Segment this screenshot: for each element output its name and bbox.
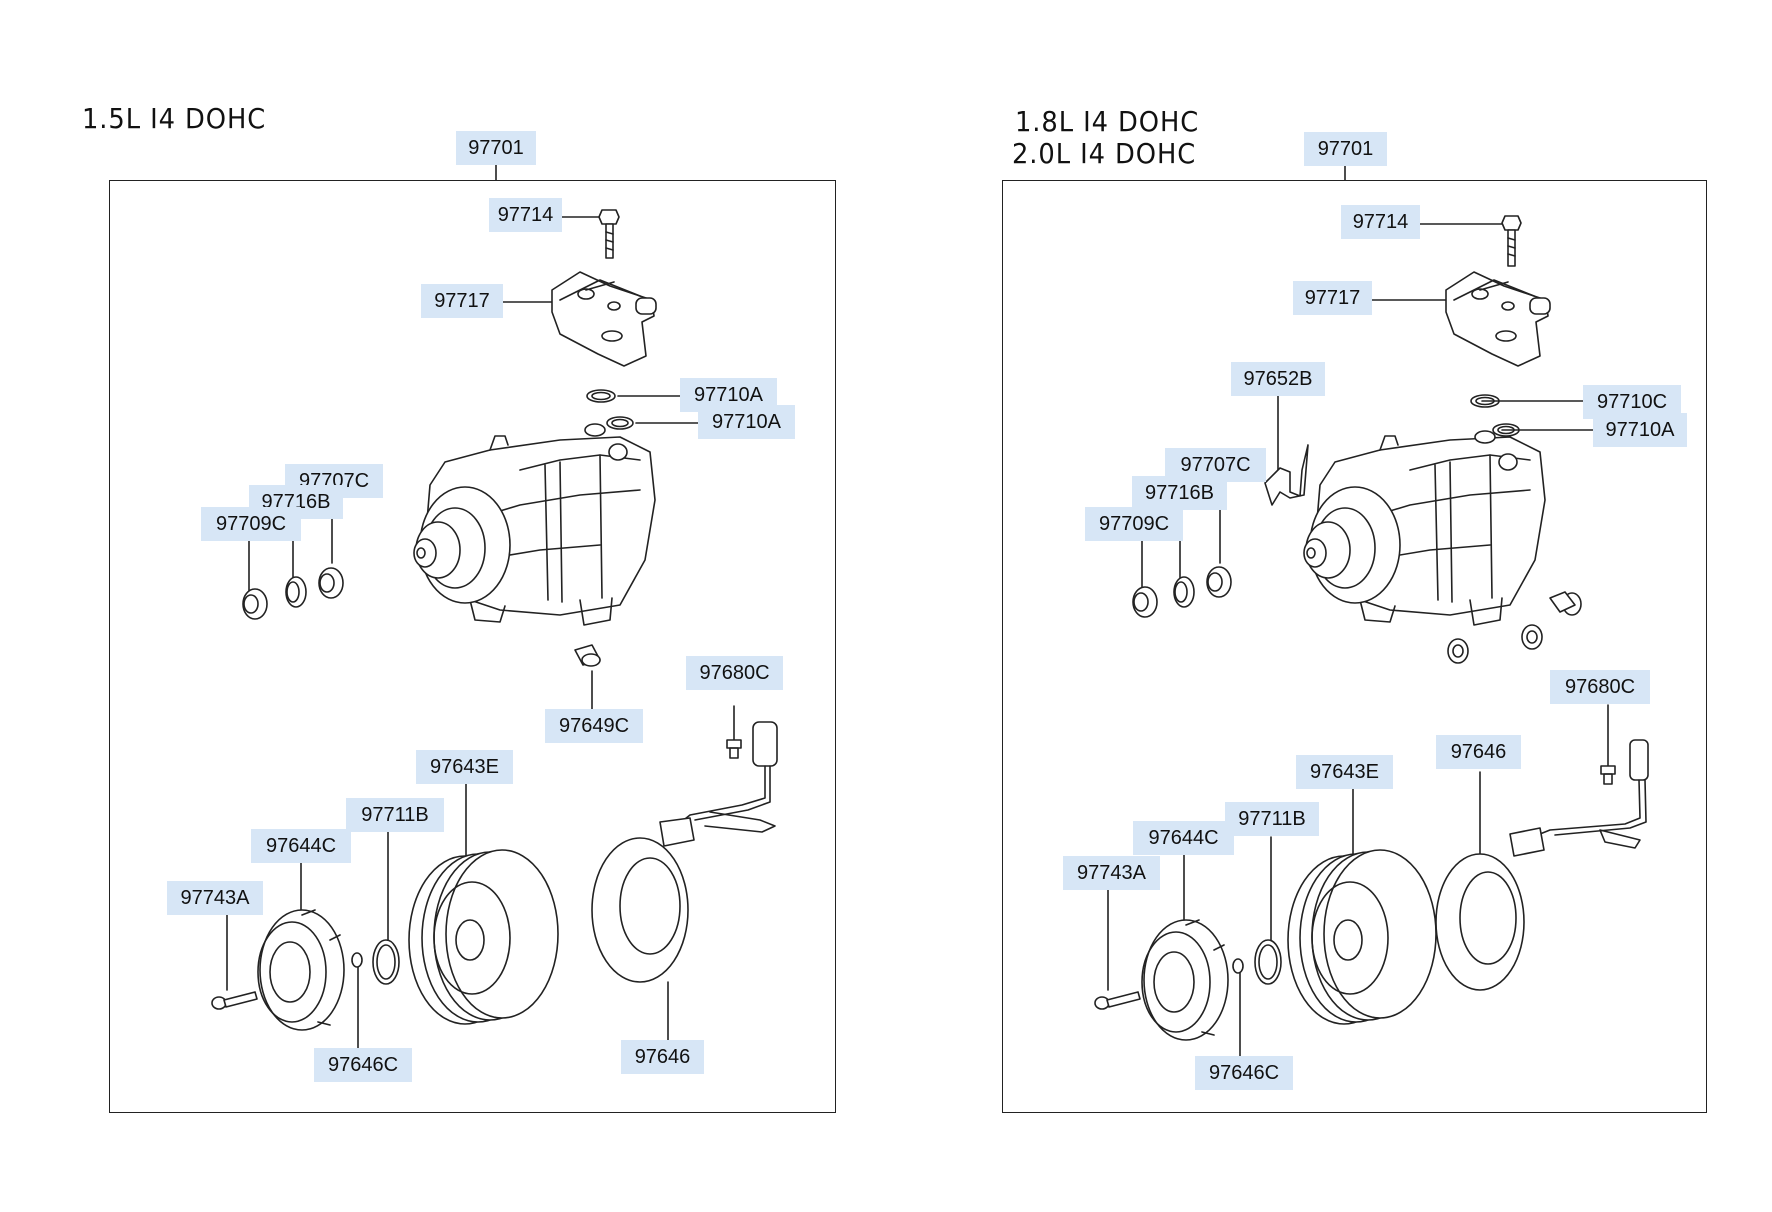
panel1-callout-97701[interactable]: 97701 xyxy=(456,131,536,165)
panel1-seals-shape xyxy=(243,568,343,619)
panel2-hub-97644C-shape xyxy=(1142,920,1228,1040)
panel2-callout-97701[interactable]: 97701 xyxy=(1304,132,1387,166)
panel2-callout-97716B[interactable]: 97716B xyxy=(1132,476,1227,510)
panel2-callout-97646[interactable]: 97646 xyxy=(1436,735,1521,769)
panel2-compressor-body xyxy=(1304,431,1545,625)
panel1-callout-97646C[interactable]: 97646C xyxy=(314,1048,412,1082)
panel2-callout-97652B[interactable]: 97652B xyxy=(1231,362,1325,396)
panel2-callout-97643E[interactable]: 97643E xyxy=(1296,755,1393,789)
panel2-snapring-97711B-shape xyxy=(1255,940,1281,984)
panel2-callout-97680C[interactable]: 97680C xyxy=(1550,670,1650,704)
panel1-callout-97717[interactable]: 97717 xyxy=(421,284,503,318)
panel1-pulley-97643E-shape xyxy=(409,850,558,1024)
panel2-callout-97646C[interactable]: 97646C xyxy=(1195,1056,1293,1090)
panel2-hubbolt-97743A-shape xyxy=(1095,992,1140,1009)
panel1-callout-97711B[interactable]: 97711B xyxy=(346,798,444,832)
panel1-hub-97644C-shape xyxy=(258,910,344,1030)
panel2-coil-97646-shape xyxy=(1436,854,1524,990)
panel2-switch-97680C-shape xyxy=(1510,740,1648,856)
panel2-plugs-shape xyxy=(1448,592,1581,663)
panel2-fitting-97717-shape xyxy=(1446,272,1550,366)
panel2-engine-title-1: 1.8L I4 DOHC xyxy=(1015,105,1200,138)
panel2-pulley-97643E-shape xyxy=(1288,850,1436,1024)
panel2-orings-97710-shape xyxy=(1471,395,1519,436)
panel2-callout-97710A[interactable]: 97710A xyxy=(1593,413,1687,447)
panel1-callout-97680C[interactable]: 97680C xyxy=(686,656,783,690)
panel1-snapring-97711B-shape xyxy=(373,940,399,984)
panel2-bolt-97714-shape xyxy=(1502,216,1521,266)
panel2-engine-title-2: 2.0L I4 DOHC xyxy=(1012,137,1197,170)
panel1-fitting-97717-shape xyxy=(552,272,656,366)
panel2-leader-lines xyxy=(1108,164,1608,1056)
panel1-callout-97714[interactable]: 97714 xyxy=(489,198,562,232)
panel1-callout-97644C[interactable]: 97644C xyxy=(251,829,351,863)
panel1-shim-97646C-shape xyxy=(352,953,362,967)
panel1-callout-97646[interactable]: 97646 xyxy=(621,1040,704,1074)
panel1-frame xyxy=(109,180,836,1113)
panel2-frame xyxy=(1002,180,1707,1113)
panel2-bracket-97652B-shape xyxy=(1265,445,1308,505)
panel1-callout-97643E[interactable]: 97643E xyxy=(416,750,513,784)
panel1-callout-97743A[interactable]: 97743A xyxy=(167,881,263,915)
panel1-engine-title: 1.5L I4 DOHC xyxy=(82,102,267,135)
panel2-callout-97711B[interactable]: 97711B xyxy=(1225,802,1319,836)
panel1-callout-97710A-lower[interactable]: 97710A xyxy=(698,405,795,439)
panel2-callout-97709C[interactable]: 97709C xyxy=(1085,507,1183,541)
panel2-callout-97644C[interactable]: 97644C xyxy=(1133,821,1234,855)
panel1-hubbolt-97743A-shape xyxy=(212,992,257,1009)
panel2-seals-shape xyxy=(1133,567,1231,617)
panel1-switch-97680C-shape xyxy=(660,722,777,846)
panel2-callout-97714[interactable]: 97714 xyxy=(1341,205,1420,239)
panel1-compressor-body xyxy=(414,424,655,625)
panel2-shim-97646C-shape xyxy=(1233,959,1243,973)
panel2-callout-97743A[interactable]: 97743A xyxy=(1063,856,1160,890)
panel1-orings-97710-shape xyxy=(587,390,633,429)
panel1-callout-97709C[interactable]: 97709C xyxy=(201,507,301,541)
panel1-callout-97649C[interactable]: 97649C xyxy=(545,709,643,743)
panel1-coil-97646-shape xyxy=(592,838,688,982)
panel1-plug-97649C-shape xyxy=(575,645,600,666)
panel1-bolt-97714-shape xyxy=(599,210,619,258)
panel2-callout-97717[interactable]: 97717 xyxy=(1293,281,1372,315)
